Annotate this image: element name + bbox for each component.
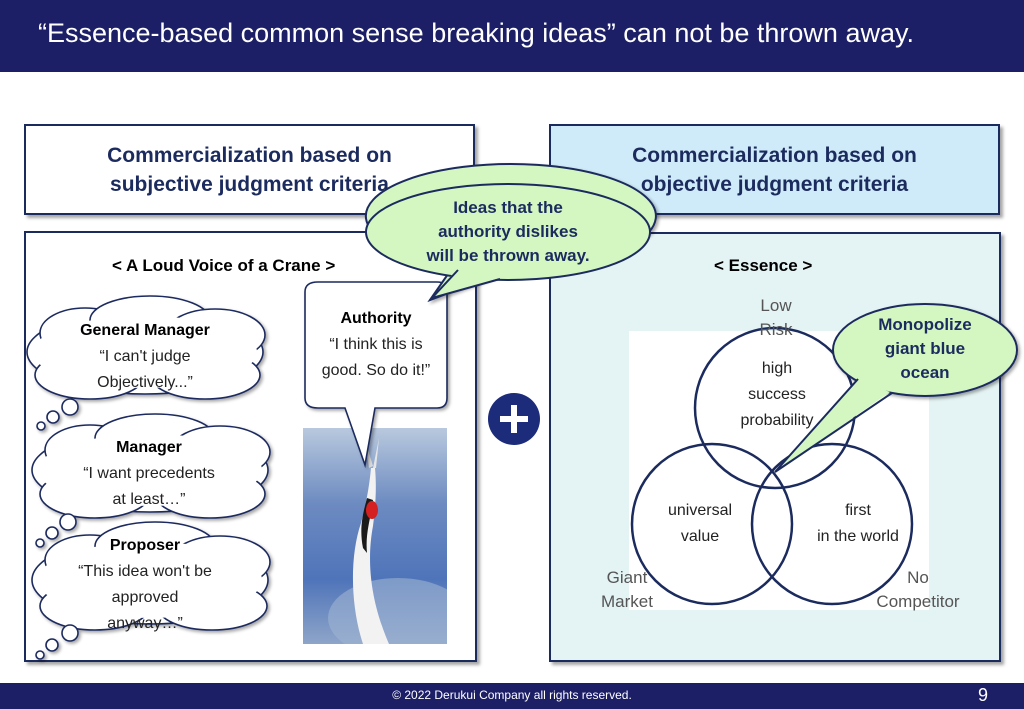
proposer-thought: Proposer “This idea won't be approved an…: [40, 533, 250, 637]
objective-title-line2: objective judgment criteria: [640, 172, 909, 196]
general-manager-quote-1: “I can't judge: [99, 348, 191, 365]
venn-top-line1: high: [761, 360, 793, 377]
blue-ocean-callout: [832, 303, 1018, 397]
proposer-role: Proposer: [109, 537, 181, 554]
giant-market-line1: Giant: [606, 568, 648, 587]
copyright-text: © 2022 Derukui Company all rights reserv…: [392, 688, 632, 702]
manager-quote-1: “I want precedents: [83, 465, 215, 482]
footer-bar: © 2022 Derukui Company all rights reserv…: [0, 683, 1024, 709]
manager-thought: Manager “I want precedents at least…”: [44, 435, 254, 513]
authority-speech: Authority “I think this is good. So do i…: [305, 306, 447, 384]
blue-ocean-line3: ocean: [900, 363, 950, 382]
venn-top-text: high success probability: [725, 356, 829, 434]
crane-section-title: < A Loud Voice of a Crane >: [112, 256, 336, 275]
proposer-quote-1: “This idea won't be: [78, 563, 212, 580]
general-manager-thought: General Manager “I can't judge Objective…: [40, 318, 250, 396]
venn-left-line1: universal: [667, 502, 733, 519]
objective-title-line1: Commercialization based on: [632, 143, 917, 167]
slide-title: “Essence-based common sense breaking ide…: [38, 18, 914, 48]
venn-right-text: first in the world: [806, 498, 910, 550]
authority-role: Authority: [340, 310, 412, 327]
authority-callout-line2: authority dislikes: [438, 222, 578, 241]
low-risk-line1: Low: [760, 296, 792, 315]
title-bar: “Essence-based common sense breaking ide…: [0, 0, 1024, 72]
manager-role: Manager: [116, 439, 182, 456]
venn-right-line2: in the world: [817, 528, 899, 545]
page-number: 9: [977, 685, 988, 705]
venn-top-line2: success: [748, 386, 806, 403]
no-competitor-line1: No: [907, 568, 929, 587]
blue-ocean-line2: giant blue: [884, 339, 966, 358]
giant-market-line2: Market: [601, 592, 653, 611]
authority-callout-line3: will be thrown away.: [426, 246, 590, 265]
venn-left-text: universal value: [650, 498, 750, 550]
subjective-title-line2: subjective judgment criteria: [110, 172, 389, 196]
crane-photo: [303, 428, 447, 644]
no-competitor-line2: Competitor: [876, 592, 960, 611]
giant-market-label: Giant Market: [586, 566, 668, 614]
proposer-quote-3: anyway…”: [107, 615, 183, 632]
low-risk-label: Low Risk: [736, 294, 816, 342]
venn-left-line2: value: [680, 528, 720, 545]
general-manager-role: General Manager: [80, 322, 210, 339]
venn-right-line1: first: [845, 502, 871, 519]
no-competitor-label: No Competitor: [862, 566, 974, 614]
proposer-quote-2: approved: [111, 589, 179, 606]
manager-quote-2: at least…”: [112, 491, 186, 508]
authority-quote-1: “I think this is: [329, 336, 423, 353]
essence-section-title: < Essence >: [714, 256, 813, 275]
authority-callout-text: Ideas that the authority dislikes will b…: [390, 196, 626, 268]
blue-ocean-callout-text: Monopolize giant blue ocean: [845, 313, 1005, 385]
authority-callout-line1: Ideas that the: [453, 198, 563, 217]
subjective-title-line1: Commercialization based on: [107, 143, 392, 167]
venn-top-line3: probability: [740, 412, 814, 429]
blue-ocean-line1: Monopolize: [878, 315, 972, 334]
low-risk-line2: Risk: [759, 320, 793, 339]
general-manager-quote-2: Objectively...”: [97, 374, 193, 391]
authority-quote-2: good. So do it!”: [321, 362, 431, 379]
